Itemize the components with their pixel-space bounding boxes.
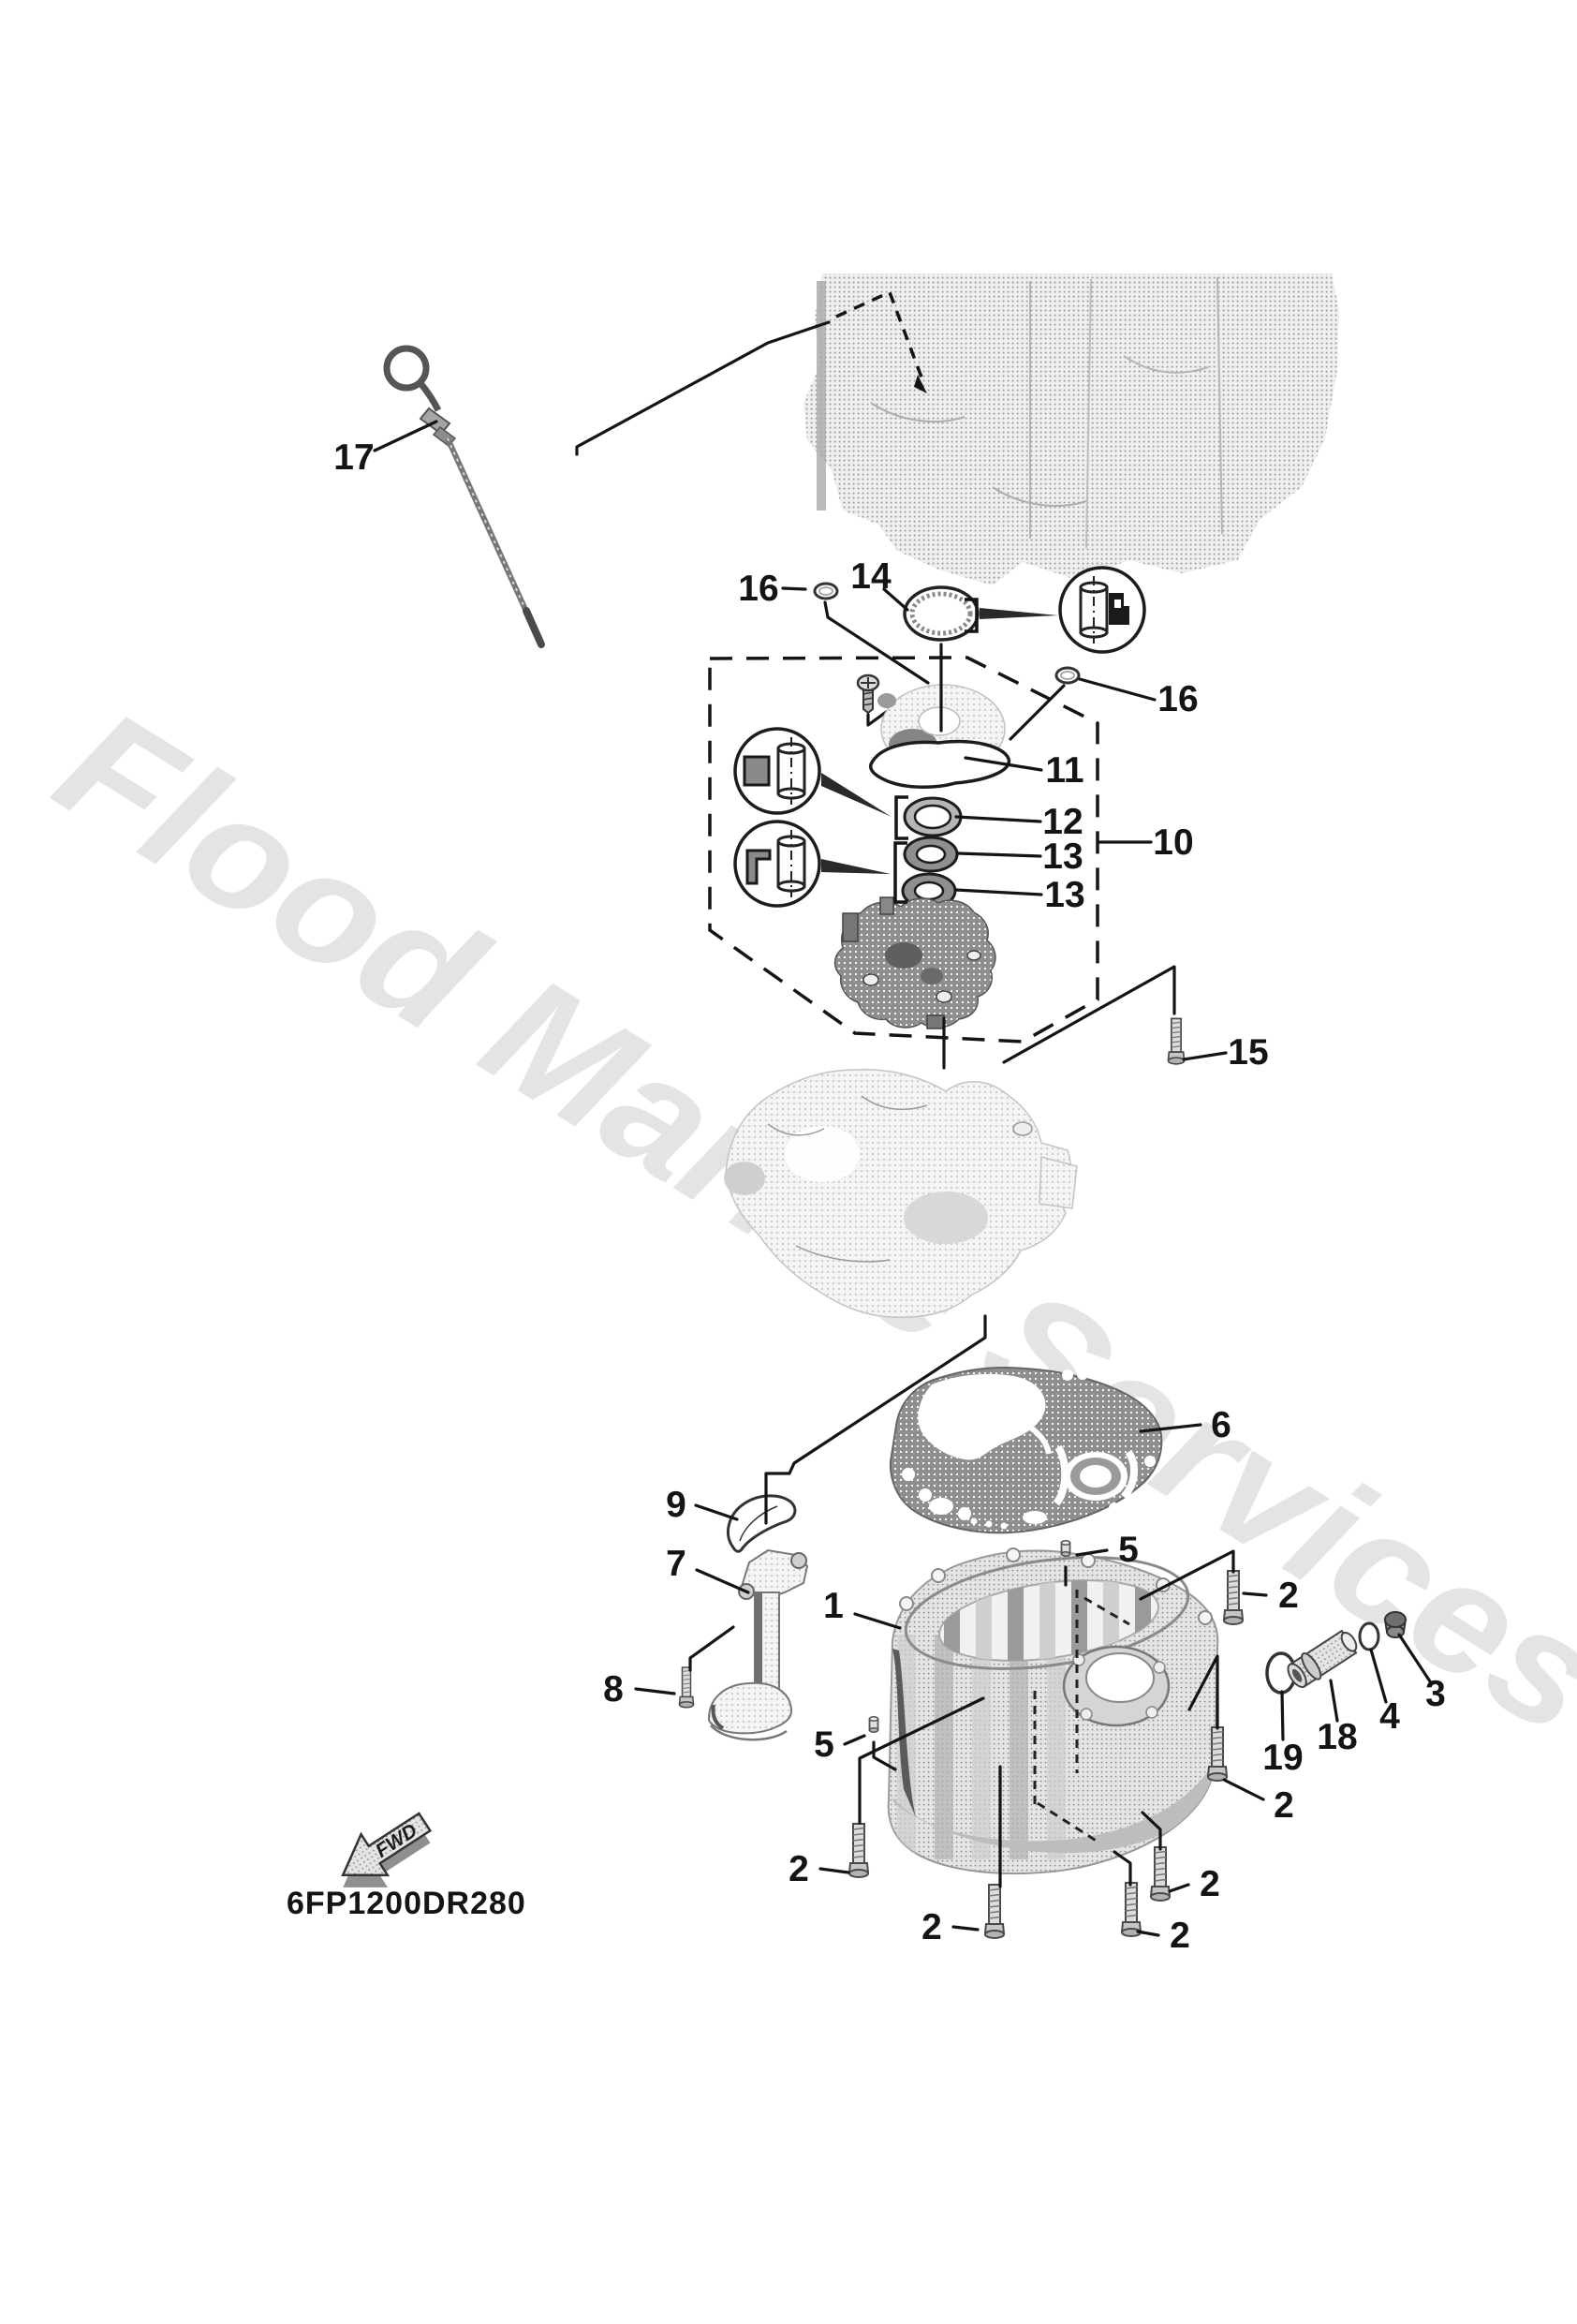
callout-9: 9 xyxy=(666,1485,686,1525)
grease-balloon-top xyxy=(1058,566,1146,654)
pump-gasket-11 xyxy=(868,739,1011,790)
grease-cylinder-icon xyxy=(776,828,806,899)
oil-seal-13-upper xyxy=(903,836,959,873)
sealant-elbow-icon xyxy=(745,849,772,885)
dowel-pin-5-upper xyxy=(1060,1539,1071,1558)
oil-pan-gasket-illustration xyxy=(889,1367,1163,1534)
dowel-pin-5-lower xyxy=(868,1715,879,1734)
callout-2-bottom-center: 2 xyxy=(921,1907,942,1947)
grease-pointer-upper-left xyxy=(821,773,892,817)
callout-2-bottom-right-a: 2 xyxy=(1200,1864,1220,1904)
callout-2-left: 2 xyxy=(788,1849,809,1889)
callout-labels: 17 16 14 16 11 12 13 13 10 15 6 9 7 5 1 … xyxy=(333,437,1446,1956)
dashed-path-arrowhead xyxy=(914,375,927,393)
strainer-seal-illustration xyxy=(726,1494,797,1553)
callout-8: 8 xyxy=(603,1669,624,1710)
grease-pointer-lower-left xyxy=(821,859,891,874)
bolt-2-mid-right xyxy=(1207,1726,1228,1782)
bolt-8 xyxy=(678,1666,695,1709)
callout-7: 7 xyxy=(666,1544,686,1584)
callout-4: 4 xyxy=(1379,1696,1400,1737)
drawing-code: 6FP1200DR280 xyxy=(287,1886,526,1921)
callout-5-lower: 5 xyxy=(814,1724,834,1765)
callout-16-left: 16 xyxy=(738,569,778,609)
grease-cylinder-icon xyxy=(1079,574,1109,645)
callout-14: 14 xyxy=(850,556,892,597)
bolt-2-left xyxy=(848,1823,869,1878)
crankcase-illustration xyxy=(724,1068,1078,1318)
callout-13-lower: 13 xyxy=(1044,875,1084,915)
bolt-2-bottom-center xyxy=(984,1884,1005,1939)
oring-16-right xyxy=(1054,666,1081,685)
callout-2-mid-right: 2 xyxy=(1274,1785,1294,1826)
bolt-2-bottom-right-a xyxy=(1150,1846,1171,1902)
oil-pan-illustration xyxy=(887,1547,1219,1875)
bolt-2-top-right xyxy=(1223,1570,1244,1625)
callout-11: 11 xyxy=(1045,750,1083,791)
bracket-seal-12 xyxy=(894,795,908,840)
grease-pointer-top xyxy=(980,608,1058,619)
pump-cover-screw xyxy=(856,674,897,727)
oring-4 xyxy=(1358,1621,1380,1651)
callout-18: 18 xyxy=(1317,1717,1357,1757)
callout-13-upper: 13 xyxy=(1042,836,1083,877)
callout-15: 15 xyxy=(1228,1032,1268,1073)
fitting-18 xyxy=(1287,1629,1358,1689)
bolt-path-dashed-line xyxy=(1037,1801,1098,1843)
engine-block-illustration xyxy=(803,274,1339,585)
bracket-oring-14 xyxy=(965,598,979,633)
callout-3: 3 xyxy=(1425,1674,1446,1714)
oil-seal-12 xyxy=(903,796,963,837)
oring-16-left xyxy=(813,582,839,600)
callout-16-right: 16 xyxy=(1157,679,1198,719)
callout-2-top-right: 2 xyxy=(1278,1576,1299,1616)
leader-lines xyxy=(373,320,1432,1937)
grease-balloon-lower-left xyxy=(733,820,821,908)
oil-pump-body-illustration xyxy=(833,896,996,1029)
callout-19: 19 xyxy=(1262,1738,1303,1778)
callout-12: 12 xyxy=(1042,802,1083,842)
oil-strainer-illustration xyxy=(707,1548,809,1741)
plug-3 xyxy=(1383,1611,1408,1638)
callout-1: 1 xyxy=(823,1586,844,1626)
callout-10: 10 xyxy=(1153,822,1193,863)
oil-pump-group xyxy=(708,566,1146,1044)
callout-2-bottom-right-b: 2 xyxy=(1170,1916,1190,1956)
grease-tube-icon xyxy=(1109,593,1129,625)
bolt-2-bottom-right-b xyxy=(1121,1882,1142,1937)
callout-6: 6 xyxy=(1211,1405,1231,1445)
sealant-block-icon xyxy=(743,755,771,787)
grease-cylinder-icon xyxy=(776,735,806,807)
callout-17: 17 xyxy=(333,437,374,478)
dipstick-illustration xyxy=(383,345,545,648)
bolt-15 xyxy=(1167,1017,1186,1065)
bracket-seals-13 xyxy=(893,841,907,904)
dipstick-insertion-dashed-path xyxy=(835,289,925,383)
callout-5-upper: 5 xyxy=(1118,1530,1139,1570)
grease-balloon-upper-left xyxy=(733,727,821,815)
